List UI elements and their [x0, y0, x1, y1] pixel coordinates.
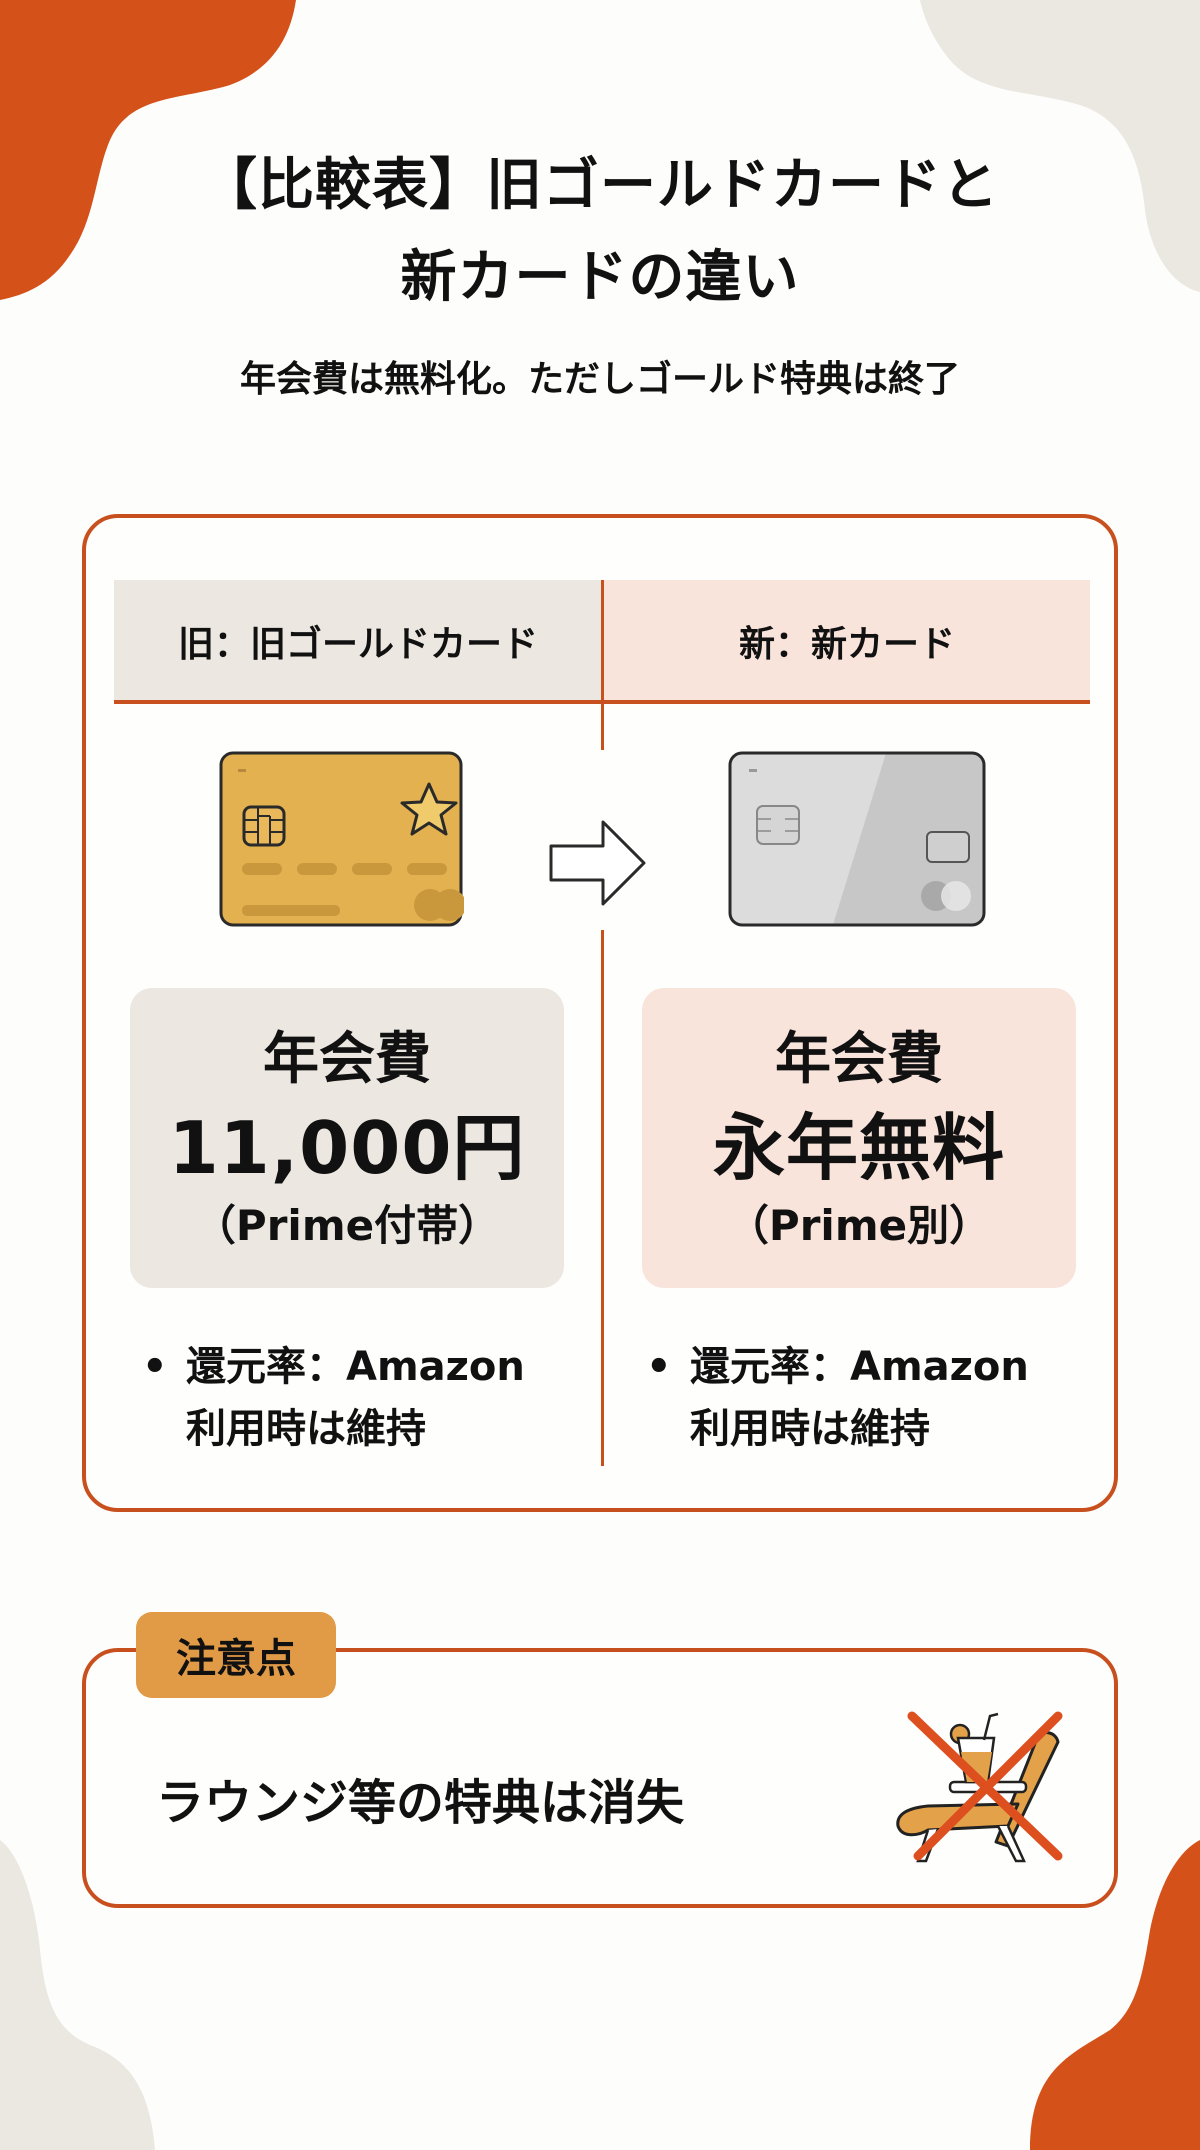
new-rate-line-2: 利用時は維持: [690, 1406, 930, 1452]
old-card-header: 旧：旧ゴールドカード: [114, 580, 602, 702]
new-rate-line-1: 還元率：Amazon: [690, 1344, 1029, 1390]
old-fee-value: 11,000円: [168, 1106, 526, 1190]
old-annual-fee-box: 年会費 11,000円 （Prime付帯）: [130, 988, 564, 1288]
bottom-right-orange-blob: [880, 1840, 1200, 2150]
top-right-beige-blob: [900, 0, 1200, 300]
caution-text: ラウンジ等の特典は消失: [156, 1775, 685, 1831]
old-reward-rate-item: • 還元率：Amazon 利用時は維持: [142, 1336, 525, 1460]
title-line-2: 新カードの違い: [400, 245, 800, 310]
old-rate-line-2: 利用時は維持: [186, 1406, 426, 1452]
right-arrow-icon: [548, 818, 648, 912]
old-fee-note: （Prime付帯）: [193, 1201, 501, 1250]
caution-tag: 注意点: [136, 1612, 336, 1698]
gold-credit-card-icon: [218, 750, 466, 932]
page-title: 【比較表】旧ゴールドカードと 新カードの違い: [0, 140, 1200, 324]
bullet-icon: •: [646, 1344, 672, 1390]
new-reward-rate-item: • 還元率：Amazon 利用時は維持: [646, 1336, 1029, 1460]
bullet-icon: •: [142, 1344, 168, 1390]
old-rate-line-1: 還元率：Amazon: [186, 1344, 525, 1390]
column-divider-top: [601, 580, 604, 750]
new-fee-value: 永年無料: [712, 1106, 1005, 1190]
old-fee-label: 年会費: [263, 1027, 431, 1092]
new-annual-fee-box: 年会費 永年無料 （Prime別）: [642, 988, 1076, 1288]
title-line-1: 【比較表】旧ゴールドカードと: [201, 153, 999, 218]
comparison-table: 旧：旧ゴールドカード 新：新カード: [82, 514, 1118, 1512]
silver-credit-card-icon: [727, 750, 987, 932]
page-subtitle: 年会費は無料化。ただしゴールド特典は終了: [239, 359, 960, 400]
top-left-orange-blob: [0, 0, 300, 300]
no-lounge-chair-icon: [888, 1696, 1088, 1870]
bottom-left-beige-blob: [0, 1840, 320, 2150]
new-fee-label: 年会費: [775, 1027, 943, 1092]
new-card-header: 新：新カード: [604, 580, 1090, 702]
column-divider-bottom: [601, 930, 604, 1466]
new-fee-note: （Prime別）: [726, 1201, 992, 1250]
